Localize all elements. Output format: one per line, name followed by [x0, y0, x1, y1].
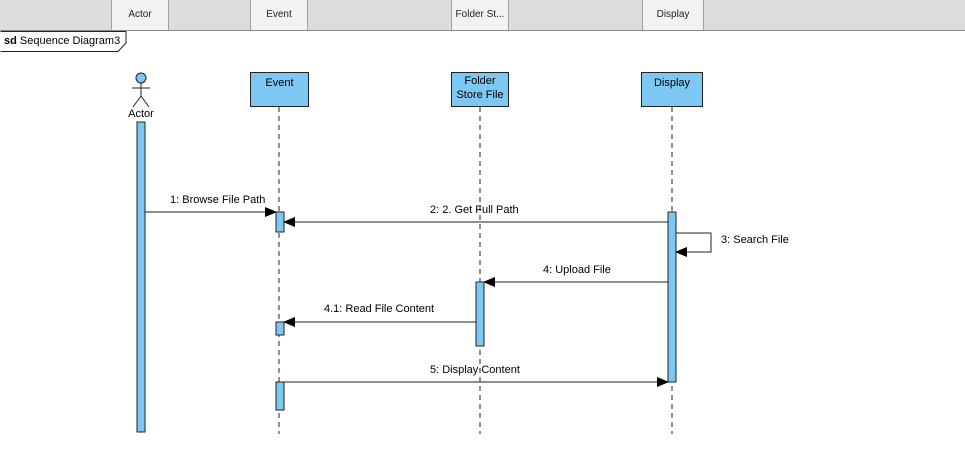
- frame-label[interactable]: sd Sequence Diagram3: [0, 32, 127, 50]
- frame-name: Sequence Diagram3: [19, 35, 121, 47]
- lifeline-event[interactable]: Event: [250, 72, 309, 107]
- message-label-4: 4: Upload File: [543, 264, 611, 276]
- activation-bar-event-3[interactable]: [275, 381, 285, 411]
- header-tab-display[interactable]: Display: [642, 0, 704, 30]
- lifeline-folder-label-line1: Folder: [464, 75, 496, 87]
- message-label-3: 3: Search File: [721, 234, 789, 246]
- message-arrow-3-self[interactable]: [675, 232, 712, 257]
- lifeline-folder-store-file[interactable]: Folder Store File: [451, 72, 509, 107]
- lifeline-display-label: Display: [653, 77, 691, 89]
- message-label-4-1: 4.1: Read File Content: [324, 303, 435, 315]
- actor-label: Actor: [128, 108, 154, 120]
- activation-bar-event-1[interactable]: [275, 211, 285, 233]
- actor-stick-figure-icon[interactable]: [132, 72, 150, 108]
- lifeline-event-label: Event: [265, 77, 294, 89]
- header-tab-event[interactable]: Event: [250, 0, 308, 30]
- activation-bar-display[interactable]: [667, 211, 677, 383]
- activation-bar-folder[interactable]: [475, 281, 485, 347]
- message-label-5: 5: Display Content: [430, 364, 520, 376]
- header-tab-actor[interactable]: Actor: [111, 0, 169, 30]
- message-label-2: 2: 2. Get Full Path: [430, 204, 519, 216]
- lifeline-display[interactable]: Display: [641, 72, 703, 107]
- lifeline-folder-label-line2: Store File: [456, 89, 504, 101]
- activation-bar-actor[interactable]: [136, 121, 146, 433]
- header-tab-folder-store-file[interactable]: Folder St...: [451, 0, 509, 30]
- activation-bar-event-2[interactable]: [275, 321, 285, 336]
- frame-keyword: sd: [4, 35, 17, 47]
- message-label-1: 1: Browse File Path: [170, 194, 266, 206]
